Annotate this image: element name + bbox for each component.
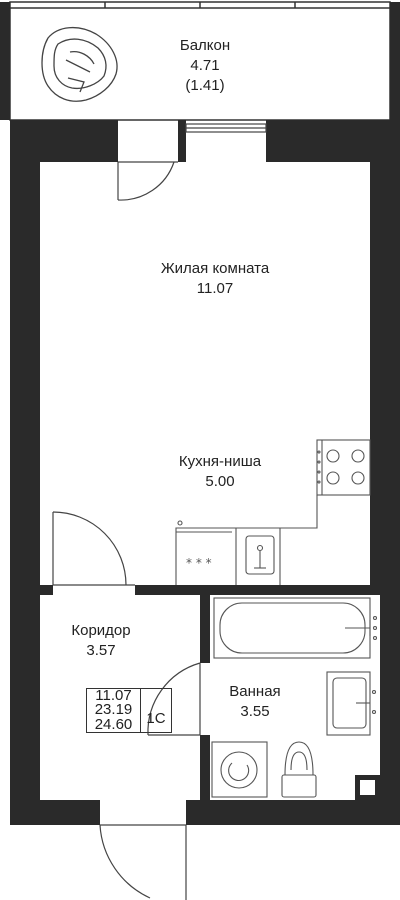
total-area-value: 23.19 xyxy=(94,701,133,719)
bathtub-icon xyxy=(213,597,378,659)
balcony-rail xyxy=(0,2,400,120)
balcony-label: Балкон 4.71 (1.41) xyxy=(160,36,250,96)
bathroom-area: 3.55 xyxy=(240,703,270,720)
corridor-area: 3.57 xyxy=(86,642,116,659)
hob-icon xyxy=(316,439,371,496)
area-summary: 11.07 23.19 24.60 1С xyxy=(86,688,172,733)
vent-shaft xyxy=(360,780,375,795)
bathroom-name: Ванная xyxy=(229,683,281,700)
balcony-name: Балкон xyxy=(179,37,231,54)
living-area-value: 11.07 xyxy=(95,687,132,705)
kitchen-label: Кухня-ниша 5.00 xyxy=(160,452,280,492)
armchair-icon xyxy=(41,27,118,102)
corridor-name: Коридор xyxy=(71,622,131,639)
balcony-area-reduced: (1.41) xyxy=(185,77,225,94)
apartment-type: 1С xyxy=(141,688,172,733)
area-values: 11.07 23.19 24.60 xyxy=(86,688,141,733)
sink-icon xyxy=(245,535,275,575)
kitchen-area: 5.00 xyxy=(205,473,235,490)
living-room-area: 11.07 xyxy=(196,280,234,297)
total-with-balcony-value: 24.60 xyxy=(94,715,133,733)
balcony-door xyxy=(117,161,178,201)
living-room-door xyxy=(52,511,135,586)
stove-icon: * * * xyxy=(176,520,232,570)
svg-text:* * *: * * * xyxy=(186,556,212,570)
window xyxy=(185,123,267,133)
balcony-area: 4.71 xyxy=(190,57,220,74)
entry-door xyxy=(99,824,187,900)
washing-machine-icon xyxy=(211,741,268,798)
living-room-name: Жилая комната xyxy=(160,260,270,277)
toilet-icon xyxy=(281,741,317,798)
kitchen-counter xyxy=(175,495,318,585)
kitchen-name: Кухня-ниша xyxy=(178,453,262,470)
living-room-label: Жилая комната 11.07 xyxy=(130,259,300,299)
bathroom-door xyxy=(147,662,201,736)
bathroom-sink-icon xyxy=(326,671,377,736)
bathroom-label: Ванная 3.55 xyxy=(210,682,300,722)
walls xyxy=(10,120,400,825)
corridor-label: Коридор 3.57 xyxy=(56,621,146,661)
